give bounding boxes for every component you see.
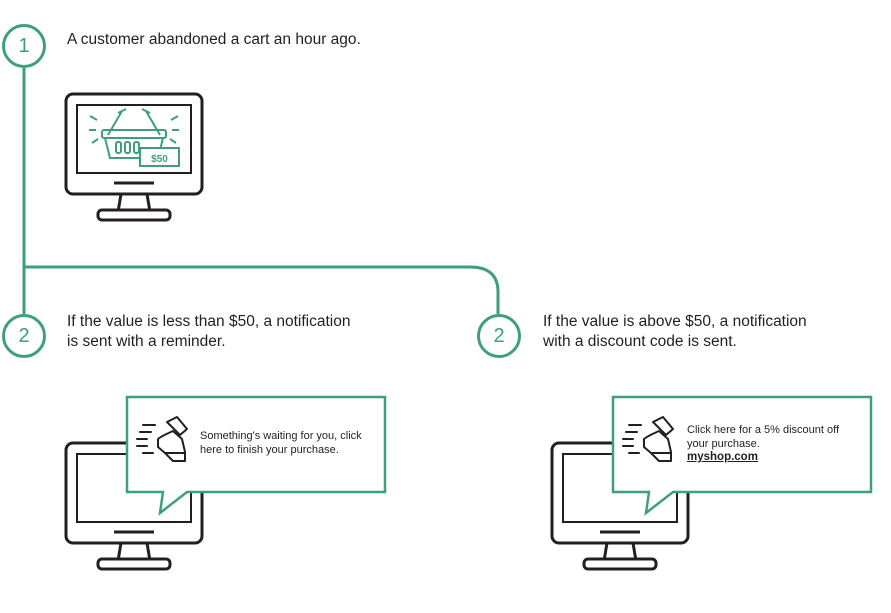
- reminder-notification-text[interactable]: Something's waiting for you, click here …: [200, 430, 362, 457]
- reminder-notification-bubble: [125, 395, 387, 516]
- step-2b-text-line1: If the value is above $50, a notificatio…: [543, 313, 807, 330]
- step-2a-text-line2: is sent with a reminder.: [67, 333, 226, 350]
- price-tag: [139, 147, 180, 167]
- sneaker-icon: [136, 416, 188, 462]
- step-2a-text-line1: If the value is less than $50, a notific…: [67, 313, 351, 330]
- discount-notification-bubble: [611, 395, 873, 516]
- step-2b-text: If the value is above $50, a notificatio…: [543, 312, 807, 352]
- step-1-text: A customer abandoned a cart an hour ago.: [67, 31, 361, 48]
- discount-line1: Click here for a 5% discount off: [687, 424, 840, 436]
- price-tag-label: $50: [151, 153, 168, 165]
- step-1-circle: 1: [2, 24, 46, 68]
- sneaker-icon: [622, 416, 674, 462]
- step-2b-text-line2: with a discount code is sent.: [543, 333, 737, 350]
- step-2b-number: 2: [493, 324, 505, 347]
- step-2a-circle: 2: [2, 314, 46, 358]
- reminder-line2: here to finish your purchase.: [200, 443, 339, 456]
- discount-link[interactable]: myshop.com: [687, 451, 758, 463]
- step-2a-number: 2: [18, 324, 30, 347]
- step-1-number: 1: [18, 34, 30, 57]
- reminder-line1: Something's waiting for you, click: [200, 430, 362, 442]
- step-2b-circle: 2: [477, 314, 521, 358]
- discount-line2: your purchase.: [687, 437, 760, 450]
- step-2a-text: If the value is less than $50, a notific…: [67, 312, 350, 352]
- monitor-icon: [64, 92, 204, 222]
- discount-notification-text[interactable]: Click here for a 5% discount off your pu…: [687, 424, 839, 465]
